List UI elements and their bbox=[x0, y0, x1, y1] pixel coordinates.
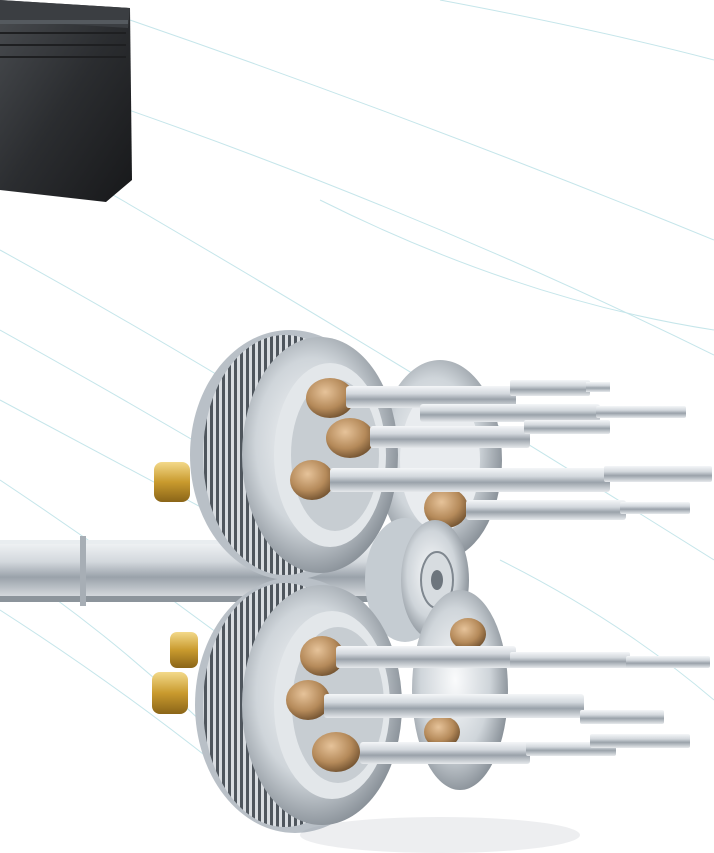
brass-fittings bbox=[152, 462, 198, 714]
motor-housing bbox=[0, 0, 132, 202]
lower-bushings bbox=[286, 618, 486, 772]
floor-reflection bbox=[300, 817, 580, 853]
upper-spindles bbox=[330, 380, 712, 520]
lower-spindles bbox=[324, 646, 710, 764]
upper-bushings bbox=[290, 378, 468, 528]
